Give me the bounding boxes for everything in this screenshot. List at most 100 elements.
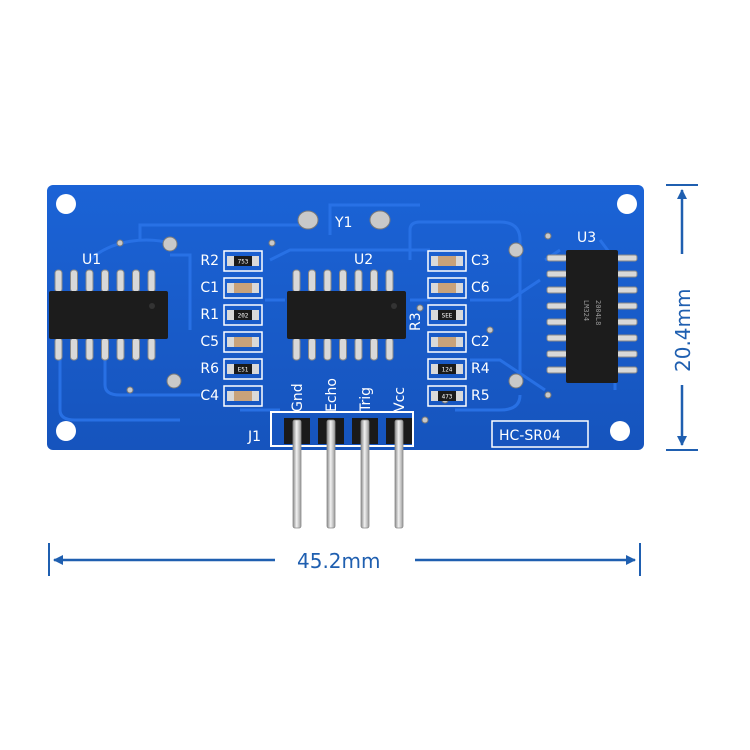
capacitor-body [234,283,252,293]
label-r3: R3 [408,312,424,331]
label-u1: U1 [82,252,101,268]
pin-label-vcc: Vcc [392,387,408,412]
chip-u3-body [566,250,618,383]
capacitor-body [234,337,252,347]
crystal-pad-right [369,210,391,230]
resistor-code: 473 [442,394,453,401]
solder-pad [431,256,439,266]
ic-pin [616,350,638,358]
component-outline [427,304,467,326]
solder-pad [227,283,235,293]
ic-pin [85,269,94,293]
pin-label-echo: Echo [324,378,340,412]
solder-pad [431,364,439,374]
chip-u1 [49,269,168,361]
resistor-code: 202 [238,313,249,320]
ic-pin [616,254,638,262]
ic-pin [323,337,332,361]
header-silk-outline [270,411,414,447]
ic-pin [354,337,363,361]
resistor-code: SEE [442,313,453,320]
solder-pad [251,337,259,347]
mounting-hole-top-left [56,194,76,214]
solder-pad [455,283,463,293]
header-pin-trig [360,419,370,529]
component-outline [223,358,263,380]
resistor-code: 753 [238,259,249,266]
solder-pad [431,391,439,401]
component-outline [223,385,263,407]
width-dimension: 45.2mm [48,543,641,576]
ic-pin [616,366,638,374]
u3-marking-1: LM324 [582,300,590,321]
ic-pin [70,337,78,361]
ic-pin [147,269,156,293]
pcb-traces [58,203,617,422]
component-outline [427,277,467,299]
solder-pad [251,256,259,266]
component-outline [427,331,467,353]
component-label-c2: C2 [471,334,490,350]
ic-pin [116,269,125,293]
height-dimension: 20.4mm [666,184,698,451]
component-label-r1: R1 [200,307,219,323]
solder-pad [431,337,439,347]
chip-u2-body [287,291,406,339]
pin-label-gnd: Gnd [290,383,306,412]
ic-pin [616,286,638,294]
ic-pin [546,286,568,294]
label-y1: Y1 [334,215,352,231]
ic-pin [70,269,78,293]
ic-pin [546,270,568,278]
component-outline [223,331,263,353]
board-name-label: HC-SR04 [499,428,561,444]
ic-pin [546,366,568,374]
resistor-body [438,391,456,401]
component-label-r4: R4 [471,361,490,377]
component-label-c5: C5 [200,334,219,350]
component-label-r6: R6 [200,361,219,377]
component-label-c1: C1 [200,280,219,296]
solder-pad [227,256,235,266]
ic-pin [54,337,63,361]
ic-pin [616,270,638,278]
resistor-code: E51 [238,367,249,374]
solder-pad [227,310,235,320]
ic-pin [292,337,301,361]
crystal-pad-left [297,210,319,230]
u3-marking-2: 2004L8 [594,300,602,325]
component-label-r2: R2 [200,253,219,269]
ic-pin [323,269,332,293]
mounting-hole-bottom-left [56,421,76,441]
ic-pin [308,337,316,361]
label-u3: U3 [577,230,596,246]
solder-pad [227,337,235,347]
ic-pin [339,269,347,293]
component-outline [223,277,263,299]
solder-pad [455,364,463,374]
component-label-c3: C3 [471,253,490,269]
ic-pin [132,269,140,293]
header-pin-gnd [292,419,302,529]
ic-pin [370,269,378,293]
ic-pin [308,269,316,293]
label-u2: U2 [354,252,373,268]
ic-pin [85,337,94,361]
resistor-body [438,310,456,320]
component-outline [223,250,263,272]
resistor-body [234,310,252,320]
solder-pad [227,364,235,374]
resistor-code: 124 [442,367,453,374]
height-label: 20.4mm [671,289,695,373]
ic-pin [132,337,140,361]
ic-pin [616,334,638,342]
ic-pin [370,337,378,361]
ic-pin [546,302,568,310]
header-pin-echo [326,419,336,529]
ic-pin [101,269,109,293]
ic-pin [385,269,394,293]
